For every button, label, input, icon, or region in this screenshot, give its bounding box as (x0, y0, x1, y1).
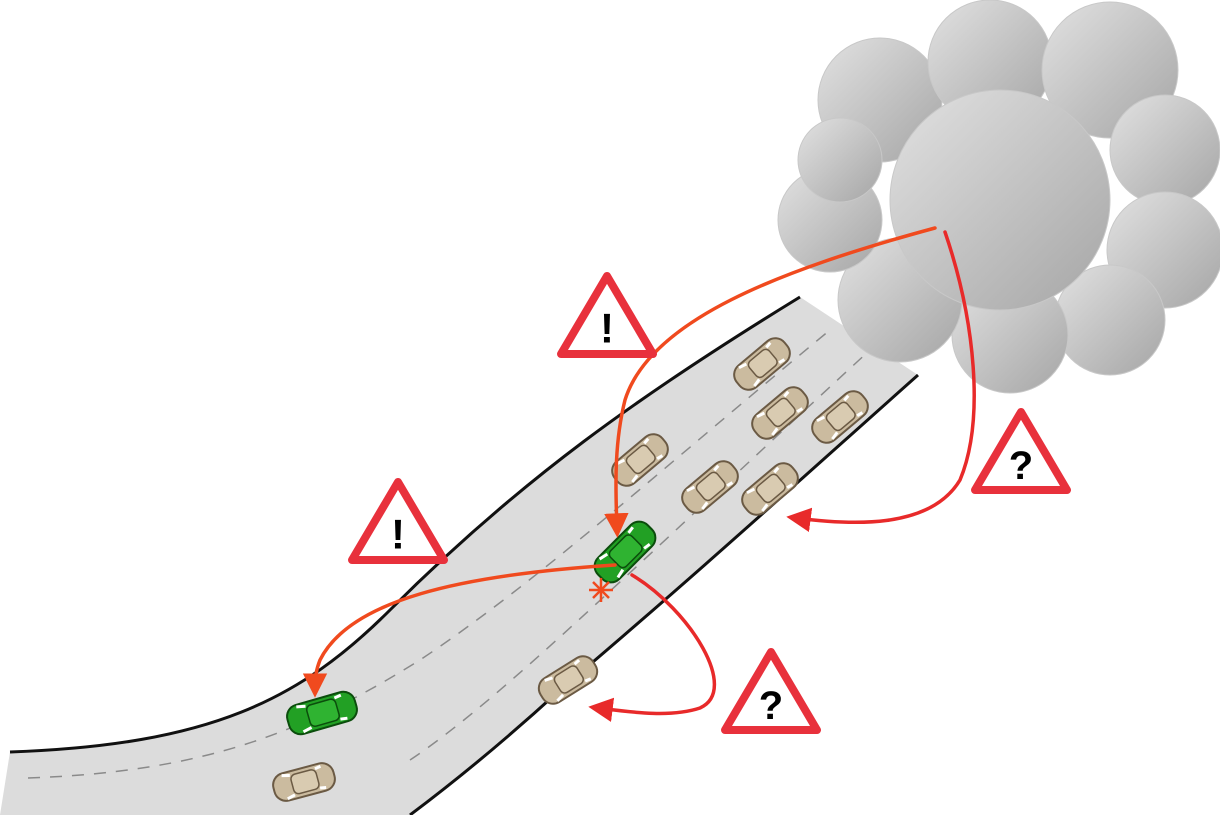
question-sign-fog: ? (975, 412, 1067, 490)
question-symbol: ? (759, 684, 783, 728)
warning-sign-crash: ! (352, 482, 444, 560)
warning-sign-fog: ! (561, 276, 653, 354)
warning-symbol: ! (600, 305, 614, 352)
question-symbol: ? (1009, 444, 1033, 488)
question-sign-crash: ? (725, 652, 817, 730)
road-surface (0, 297, 918, 815)
road (0, 297, 918, 815)
warning-symbol: ! (391, 511, 405, 558)
